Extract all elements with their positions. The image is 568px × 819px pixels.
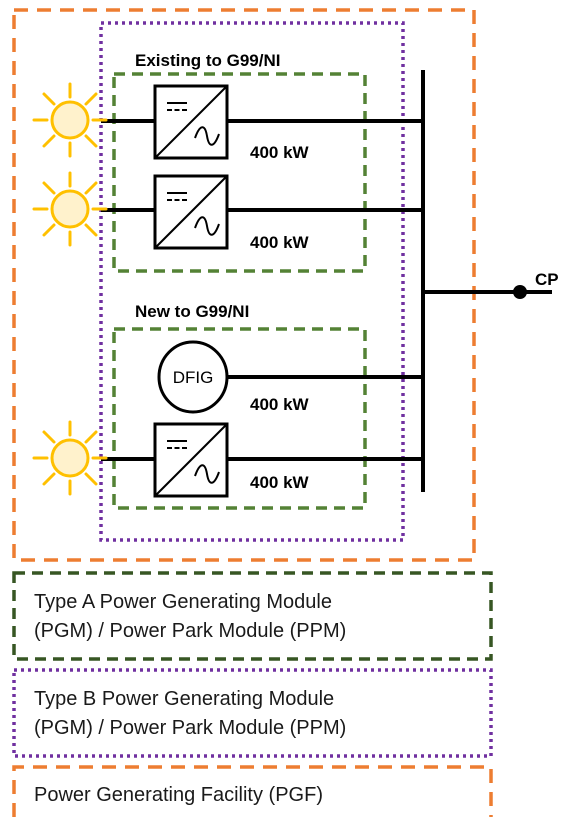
- rating-label-3: 400 kW: [250, 395, 310, 414]
- sun-icon: [32, 420, 108, 496]
- legend-type-a-line-1: Type A Power Generating Module: [34, 591, 332, 613]
- type-a-boundary-existing: [112, 72, 367, 273]
- legend-type-b: Type B Power Generating Module (PGM) / P…: [14, 670, 491, 756]
- inverter-icon: [153, 422, 229, 498]
- sun-icon: [32, 82, 108, 158]
- type-a-boundary-new: [112, 327, 367, 510]
- dfig-icon: DFIG: [157, 340, 229, 414]
- type-b-boundary: [99, 21, 405, 542]
- pgf-boundary: [12, 8, 476, 562]
- legend-type-b-border: [12, 668, 493, 758]
- connection-point-dot: [513, 285, 527, 299]
- inverter-icon: [153, 174, 229, 250]
- rating-label-1: 400 kW: [250, 143, 310, 162]
- legend-type-a-border: [12, 571, 493, 661]
- legend-type-b-line-2: (PGM) / Power Park Module (PPM): [34, 717, 347, 739]
- dfig-label: DFIG: [173, 368, 214, 387]
- connection-point-label: CP: [535, 270, 559, 289]
- existing-group-title: Existing to G99/NI: [135, 51, 280, 70]
- legend-type-b-line-1: Type B Power Generating Module: [34, 688, 335, 710]
- new-group-title: New to G99/NI: [135, 302, 249, 321]
- legend-pgf-label: Power Generating Facility (PGF): [34, 784, 323, 806]
- legend-type-a-line-2: (PGM) / Power Park Module (PPM): [34, 620, 347, 642]
- legend-pgf: Power Generating Facility (PGF): [14, 767, 491, 817]
- legend-pgf-border: [12, 765, 493, 817]
- inverter-icon: [153, 84, 229, 160]
- rating-label-2: 400 kW: [250, 233, 310, 252]
- sun-icon: [32, 171, 108, 247]
- legend-type-a: Type A Power Generating Module (PGM) / P…: [14, 573, 491, 659]
- rating-label-4: 400 kW: [250, 473, 310, 492]
